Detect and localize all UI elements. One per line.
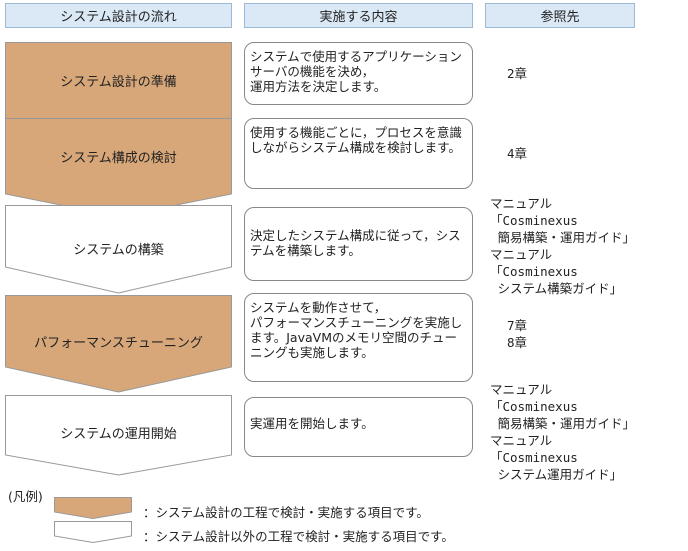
reference-2: 4章 xyxy=(507,146,528,161)
step-arrow-5-shape xyxy=(5,395,232,476)
step-label-2: システム構成の検討 xyxy=(60,150,177,166)
step-arrow-3: システムの構築 xyxy=(5,205,232,304)
content-box-4: システムを動作させて， パフォーマンスチューニングを実施します。JavaVMのメ… xyxy=(244,293,473,382)
header-reference: 参照先 xyxy=(485,3,635,28)
legend-title: (凡例) xyxy=(8,489,43,504)
legend-design-swatch xyxy=(54,497,132,519)
step-label-5: システムの運用開始 xyxy=(60,426,177,442)
step-arrow-4-shape xyxy=(5,295,232,393)
legend-design-text: ：システム設計の工程で検討・実施する項目です。 xyxy=(143,505,429,520)
legend-other-swatch xyxy=(54,521,132,543)
reference-1: 2章 xyxy=(507,66,528,81)
step-arrow-2: システム構成の検討 xyxy=(5,118,232,217)
content-box-3: 決定したシステム構成に従って，システムを構築します。 xyxy=(244,207,473,281)
step-arrow-5: システムの運用開始 xyxy=(5,395,232,494)
step-label-4: パフォーマンスチューニング xyxy=(34,335,203,351)
content-box-1: システムで使用するアプリケーションサーバの機能を決め， 運用方法を決定します。 xyxy=(244,42,473,105)
step-label-3: システムの構築 xyxy=(73,242,164,258)
step-arrow-4: パフォーマンスチューニング xyxy=(5,295,232,394)
reference-4: 7章 8章 xyxy=(507,318,528,350)
reference-3: マニュアル 「Cosminexus 簡易構築・運用ガイド」 マニュアル 「Cos… xyxy=(490,196,636,296)
legend-other-text: ：システム設計以外の工程で検討・実施する項目です。 xyxy=(143,529,454,544)
step-label-1: システム設計の準備 xyxy=(60,74,177,90)
content-box-2: 使用する機能ごとに，プロセスを意識しながらシステム構成を検討します。 xyxy=(244,118,473,189)
step-arrow-3-shape xyxy=(5,205,232,294)
reference-5: マニュアル 「Cosminexus 簡易構築・運用ガイド」 マニュアル 「Cos… xyxy=(490,382,636,482)
content-box-5: 実運用を開始します。 xyxy=(244,397,473,457)
header-flow: システム設計の流れ xyxy=(5,3,232,28)
header-content: 実施する内容 xyxy=(244,3,473,28)
